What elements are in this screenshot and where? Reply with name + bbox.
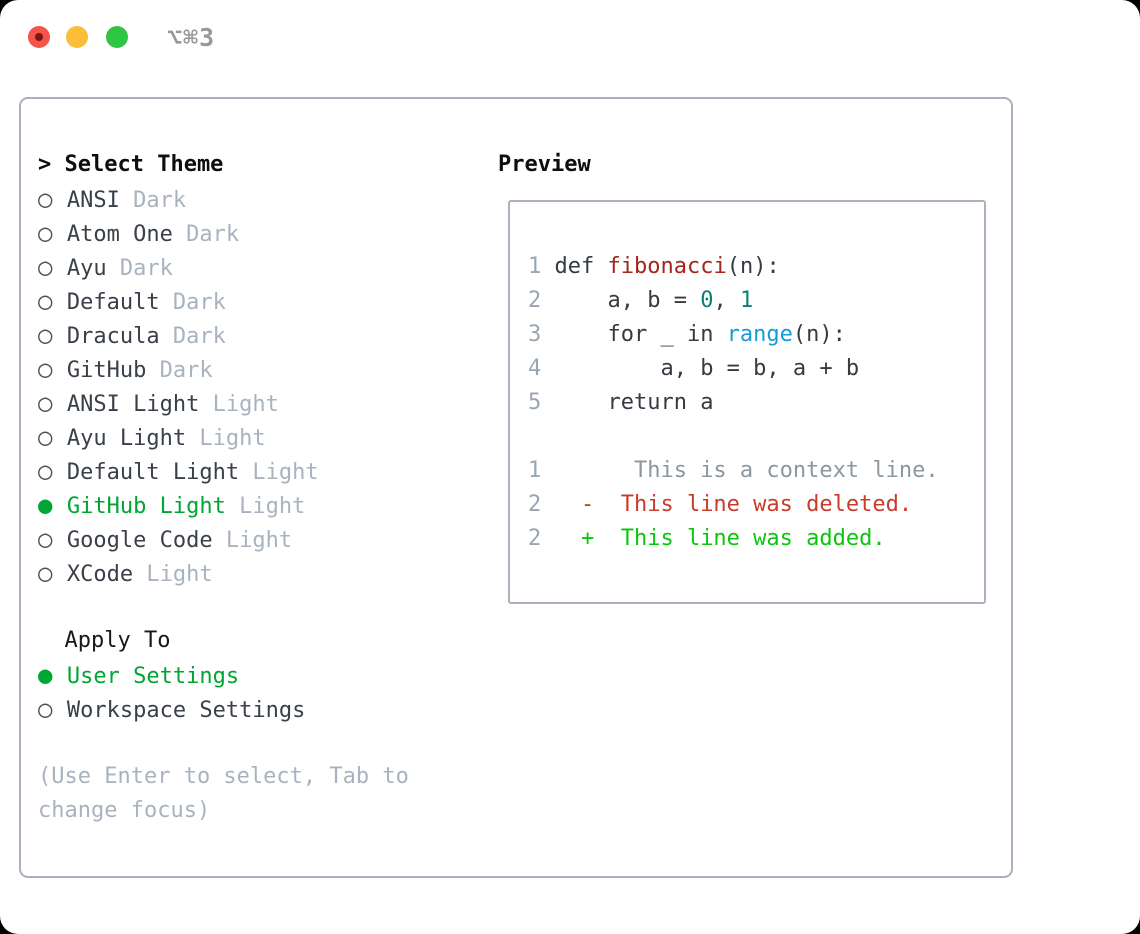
code-line-4: 4 a, b = b, a + b (528, 356, 860, 381)
theme-option-google-code-light[interactable]: ○ Google Code Light (38, 525, 293, 553)
theme-option-atom-one-dark[interactable]: ○ Atom One Dark (38, 219, 240, 247)
theme-option-xcode-light[interactable]: ○ XCode Light (38, 559, 213, 587)
code-line-5: 5 return a (528, 390, 714, 415)
code-line-3: 3 for _ in range(n): (528, 322, 846, 347)
theme-picker-panel: > Select Theme ○ ANSI Dark ○ Atom One Dark… (19, 97, 1013, 878)
theme-option-dracula-dark[interactable]: ○ Dracula Dark (38, 321, 226, 349)
theme-option-default-dark[interactable]: ○ Default Dark (38, 287, 226, 315)
spacer (38, 726, 409, 760)
code-line-1: 1 def fibonacci(n): (528, 254, 780, 279)
theme-option-ansi-dark[interactable]: ○ ANSI Dark (38, 185, 187, 213)
theme-option-ayu-dark[interactable]: ○ Ayu Dark (38, 253, 173, 281)
apply-to-header: Apply To (38, 628, 171, 653)
code-line-2: 2 a, b = 0, 1 (528, 288, 754, 313)
apply-option-workspace-settings[interactable]: ○ Workspace Settings (38, 695, 306, 723)
preview-content: 1 def fibonacci(n): 2 a, b = 0, 1 3 for _ … (510, 202, 984, 602)
help-text-line-2: change focus) (38, 798, 211, 823)
window-title: ⌥⌘3 (167, 23, 216, 52)
preview-box: 1 def fibonacci(n): 2 a, b = 0, 1 3 for _ … (508, 200, 986, 604)
select-theme-header: > Select Theme (38, 152, 224, 177)
record-dot-icon (35, 33, 43, 41)
help-text-line-1: (Use Enter to select, Tab to (38, 764, 409, 789)
maximize-button[interactable] (106, 26, 128, 48)
minimize-button[interactable] (66, 26, 88, 48)
theme-option-github-dark[interactable]: ○ GitHub Dark (38, 355, 213, 383)
diff-deleted-line: 2 - This line was deleted. (528, 492, 913, 517)
spacer (528, 420, 984, 454)
diff-added-line: 2 + This line was added. (528, 526, 886, 551)
apply-option-user-settings[interactable]: ● User Settings (38, 661, 240, 689)
close-button[interactable] (28, 26, 50, 48)
theme-option-default-light[interactable]: ○ Default Light Light (38, 457, 319, 485)
theme-list: > Select Theme ○ ANSI Dark ○ Atom One Dark… (38, 148, 409, 828)
theme-option-ansi-light[interactable]: ○ ANSI Light Light (38, 389, 279, 417)
theme-option-github-light-selected[interactable]: ● GitHub Light Light (38, 491, 306, 519)
titlebar: ⌥⌘3 (0, 0, 1140, 97)
preview-title: Preview (498, 152, 591, 177)
diff-context-line: 1 This is a context line. (528, 458, 939, 483)
spacer (38, 590, 409, 624)
theme-option-ayu-light[interactable]: ○ Ayu Light Light (38, 423, 266, 451)
